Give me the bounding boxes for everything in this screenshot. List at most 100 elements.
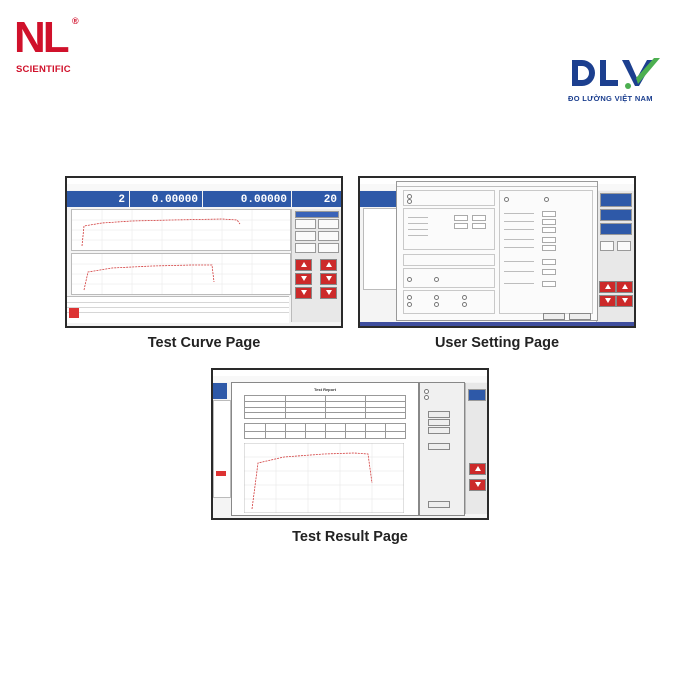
- lower-curve-plot: [71, 253, 291, 295]
- setting-input[interactable]: [542, 259, 556, 265]
- test-curve-screenshot: 2 0.00000 0.00000 20: [65, 176, 343, 328]
- readout-value: 0.00000: [240, 194, 287, 206]
- close-button[interactable]: [428, 501, 450, 508]
- status-bar: [360, 322, 634, 326]
- report-result-table: [244, 423, 406, 439]
- checkbox-option[interactable]: [424, 389, 429, 394]
- lower-curve: [72, 254, 290, 294]
- option-button[interactable]: [428, 411, 450, 418]
- control-pad: [596, 191, 634, 322]
- readout-value: 20: [323, 194, 337, 206]
- up-arrow-button[interactable]: [599, 281, 616, 293]
- radio-option[interactable]: [504, 197, 509, 202]
- down-arrow-button[interactable]: [320, 287, 337, 299]
- readout-left: [360, 191, 396, 207]
- readout-2: 0.00000: [130, 191, 202, 207]
- cancel-button[interactable]: [569, 313, 591, 320]
- pad-button[interactable]: [295, 231, 316, 241]
- readout-box: [468, 389, 486, 401]
- checkbox-option[interactable]: [434, 295, 439, 300]
- readout-value: 0.00000: [151, 194, 198, 206]
- setting-input[interactable]: [542, 269, 556, 275]
- radio-option[interactable]: [407, 199, 412, 204]
- option-button[interactable]: [428, 419, 450, 426]
- dlv-logo-mark: [572, 58, 660, 89]
- setting-input[interactable]: [472, 215, 486, 221]
- checkbox-option[interactable]: [434, 302, 439, 307]
- mode-tab[interactable]: [295, 211, 339, 218]
- checkbox-option[interactable]: [407, 295, 412, 300]
- checkbox-option[interactable]: [424, 395, 429, 400]
- nl-scientific-logo: NL ® SCIENTIFIC: [14, 16, 84, 82]
- radio-option[interactable]: [434, 277, 439, 282]
- checkbox-option[interactable]: [462, 295, 467, 300]
- menu-bar: [67, 184, 341, 197]
- setting-input[interactable]: [542, 237, 556, 243]
- setting-input[interactable]: [542, 227, 556, 233]
- nl-logo-text: SCIENTIFIC: [16, 64, 71, 75]
- down-arrow-button[interactable]: [616, 295, 633, 307]
- user-setting-caption: User Setting Page: [434, 335, 560, 351]
- report-curve: [244, 443, 404, 513]
- settings-group: [403, 268, 495, 288]
- readout-value: 2: [118, 194, 125, 206]
- setting-input[interactable]: [542, 245, 556, 251]
- pad-button[interactable]: [295, 243, 316, 253]
- option-button[interactable]: [428, 427, 450, 434]
- up-arrow-button[interactable]: [320, 259, 337, 271]
- ok-button[interactable]: [543, 313, 565, 320]
- registered-mark: ®: [72, 16, 79, 26]
- upper-curve: [72, 210, 290, 250]
- readout-4: 20: [292, 191, 341, 207]
- radio-option[interactable]: [407, 277, 412, 282]
- down-arrow-button[interactable]: [295, 273, 312, 285]
- setting-input[interactable]: [472, 223, 486, 229]
- readout-left: [213, 383, 227, 399]
- user-setting-screen: [360, 178, 634, 326]
- readout-box: [600, 209, 632, 221]
- results-table: [67, 296, 289, 323]
- test-result-caption: Test Result Page: [292, 529, 408, 545]
- setting-input[interactable]: [454, 223, 468, 229]
- control-pad: [291, 209, 341, 322]
- pad-button[interactable]: [318, 219, 339, 229]
- pad-button[interactable]: [600, 241, 614, 251]
- readout-1: 2: [67, 191, 129, 207]
- pad-button[interactable]: [318, 243, 339, 253]
- test-curve-caption: Test Curve Page: [147, 335, 261, 351]
- print-button[interactable]: [428, 443, 450, 450]
- user-setting-screenshot: [358, 176, 636, 328]
- control-pad: [465, 383, 487, 514]
- down-arrow-button[interactable]: [320, 273, 337, 285]
- report-title: Test Report: [314, 387, 336, 392]
- row-marker: [216, 471, 226, 476]
- report-info-table: [244, 395, 406, 419]
- up-arrow-button[interactable]: [295, 259, 312, 271]
- background-plot: [363, 208, 399, 290]
- down-arrow-button[interactable]: [469, 479, 486, 491]
- settings-group: [403, 290, 495, 314]
- down-arrow-button[interactable]: [295, 287, 312, 299]
- checkbox-option[interactable]: [462, 302, 467, 307]
- test-result-screen: Test Report: [213, 370, 487, 518]
- settings-group: [403, 208, 495, 250]
- row-marker: [69, 308, 79, 318]
- settings-group: [499, 190, 593, 314]
- setting-input[interactable]: [542, 211, 556, 217]
- setting-input[interactable]: [542, 219, 556, 225]
- upper-curve-plot: [71, 209, 291, 251]
- nl-logo-mark: NL: [14, 13, 70, 62]
- radio-option[interactable]: [407, 194, 412, 199]
- up-arrow-button[interactable]: [616, 281, 633, 293]
- settings-group: [403, 254, 495, 266]
- pad-button[interactable]: [295, 219, 316, 229]
- pad-button[interactable]: [318, 231, 339, 241]
- readout-3: 0.00000: [203, 191, 291, 207]
- checkbox-option[interactable]: [407, 302, 412, 307]
- pad-button[interactable]: [617, 241, 631, 251]
- radio-option[interactable]: [544, 197, 549, 202]
- setting-input[interactable]: [454, 215, 468, 221]
- down-arrow-button[interactable]: [599, 295, 616, 307]
- up-arrow-button[interactable]: [469, 463, 486, 475]
- setting-input[interactable]: [542, 281, 556, 287]
